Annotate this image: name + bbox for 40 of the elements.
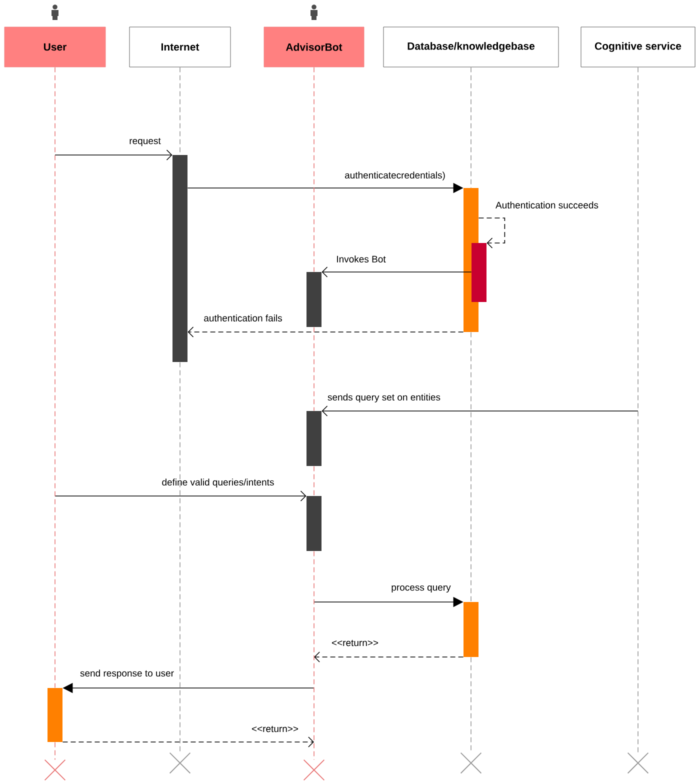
participant-box: Database/knowledgebase <box>383 26 559 68</box>
lifeline <box>470 66 472 188</box>
message-label: <<return>> <box>330 638 380 648</box>
lifeline <box>54 66 56 688</box>
message-label: process query <box>390 584 452 594</box>
message-label: send response to user <box>79 668 175 680</box>
destroy-mark <box>627 752 649 774</box>
message-arrow <box>54 150 172 160</box>
message-arrow <box>322 266 472 278</box>
message-label: request <box>128 136 162 148</box>
message-arrow <box>478 218 506 248</box>
message-label: Invokes Bot <box>335 254 387 264</box>
message-arrow <box>322 406 638 416</box>
activation-bar <box>472 243 486 302</box>
destroy-mark <box>303 759 325 781</box>
message-arrow <box>54 490 306 502</box>
message-label: define valid queries/intents <box>160 478 276 488</box>
lifeline <box>470 332 472 602</box>
activation-bar <box>172 155 188 362</box>
participant-box: AdvisorBot <box>264 26 364 68</box>
activation-bar <box>306 411 322 466</box>
message-label: Authentication succeeds <box>494 200 600 210</box>
participant-box: User <box>4 26 106 68</box>
message-label: authentication fails <box>202 314 284 322</box>
destroy-mark <box>169 752 191 774</box>
activation-bar <box>464 602 478 657</box>
participant-box: Cognitive service <box>580 26 696 68</box>
message-arrow <box>62 736 314 748</box>
activation-bar <box>306 496 322 551</box>
lifeline <box>54 742 56 760</box>
message-arrow <box>188 326 464 338</box>
message-label: <<return>> <box>250 724 300 734</box>
activation-bar <box>48 688 62 742</box>
activation-bar <box>306 272 322 327</box>
destroy-mark <box>460 752 482 774</box>
destroy-mark <box>44 759 66 781</box>
participant-box: Internet <box>129 26 231 68</box>
message-label: authenticatecredentials) <box>344 170 446 182</box>
message-label: sends query set on entities <box>326 392 442 404</box>
message-arrow <box>314 652 464 662</box>
